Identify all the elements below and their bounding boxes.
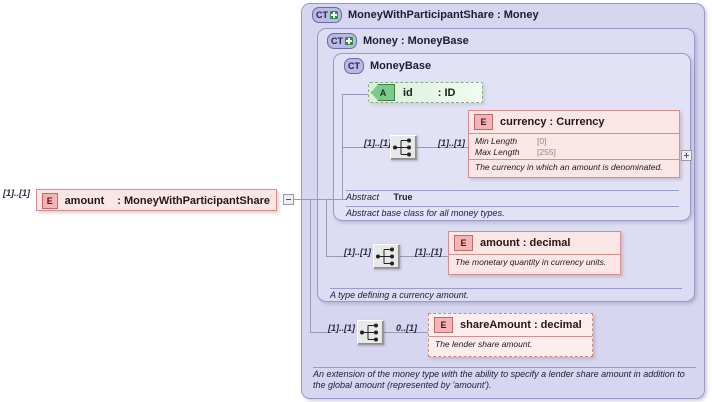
element-name: currency : Currency xyxy=(500,116,605,128)
facet-value: [255] xyxy=(537,146,556,157)
element-name: amount : decimal xyxy=(480,237,571,249)
connector-line xyxy=(310,332,332,333)
complextype-title-money: CT Money : MoneyBase xyxy=(327,33,469,49)
abstract-label: Abstract xyxy=(346,192,380,202)
facet-key: Max Length xyxy=(475,146,520,157)
connector-line xyxy=(326,199,327,256)
row-right-cardinality: 0..[1] xyxy=(396,323,418,333)
element-badge-icon: E xyxy=(454,235,473,251)
sequence-compositor-icon-currency[interactable] xyxy=(390,135,417,160)
element-header: E currency : Currency xyxy=(469,111,679,133)
connector-line xyxy=(342,94,343,199)
ct-badge-icon[interactable]: CT xyxy=(344,58,364,74)
element-header: E shareAmount : decimal xyxy=(429,314,592,336)
element-documentation: The currency in which an amount is denom… xyxy=(469,159,679,175)
panel-title-text: MoneyBase xyxy=(370,60,432,72)
attribute-badge-icon: A xyxy=(371,84,395,101)
connector-line xyxy=(375,256,455,257)
abstract-property-row: Abstract True xyxy=(346,190,679,202)
element-name: amount xyxy=(64,195,105,207)
element-badge-icon: E xyxy=(474,114,493,130)
element-badge-icon: E xyxy=(434,317,453,333)
element-header: E amount : decimal xyxy=(449,232,620,254)
row-left-cardinality: [1]..[1] xyxy=(344,247,371,257)
connector-line xyxy=(288,199,346,200)
connector-line xyxy=(417,147,474,148)
element-documentation: The lender share amount. xyxy=(429,336,592,352)
panel-documentation-moneybase: Abstract base class for all money types. xyxy=(346,206,679,218)
sequence-glyph xyxy=(393,138,411,157)
ct-badge-label: CT xyxy=(331,35,343,46)
connector-line xyxy=(342,147,390,148)
attribute-inner: A id : ID xyxy=(369,83,482,102)
facet-key: Min Length xyxy=(475,136,518,146)
sequence-glyph xyxy=(376,247,394,266)
expand-toggle-currency[interactable] xyxy=(681,150,692,161)
row-left-cardinality: [1]..[1] xyxy=(328,323,355,333)
root-cardinality-label: [1]..[1] xyxy=(3,188,30,198)
ct-expandable-badge-icon[interactable]: CT xyxy=(327,33,357,49)
ct-badge-label: CT xyxy=(348,60,360,71)
plus-icon xyxy=(330,11,338,19)
panel-title-text: Money : MoneyBase xyxy=(363,35,469,47)
row-right-cardinality: [1]..[1] xyxy=(438,138,465,148)
attribute-box-id[interactable]: A id : ID xyxy=(368,82,483,103)
sequence-compositor-icon-amount[interactable] xyxy=(373,244,400,269)
abstract-value: True xyxy=(393,192,413,202)
sequence-glyph xyxy=(360,323,378,342)
collapse-toggle-root[interactable] xyxy=(283,194,294,205)
row-left-cardinality: [1]..[1] xyxy=(364,138,391,148)
element-name: shareAmount : decimal xyxy=(460,319,582,331)
attribute-type: : ID xyxy=(437,86,456,99)
element-header: E amount : MoneyWithParticipantShare xyxy=(37,190,276,212)
panel-documentation-money: A type defining a currency amount. xyxy=(330,288,682,300)
element-box-shareamount[interactable]: E shareAmount : decimal The lender share… xyxy=(428,313,593,357)
plus-icon xyxy=(345,37,353,45)
facet-value: [0] xyxy=(537,136,547,146)
element-box-amount-root[interactable]: E amount : MoneyWithParticipantShare xyxy=(36,189,277,211)
element-documentation: The monetary quantity in currency units. xyxy=(449,254,620,270)
panel-title-text: MoneyWithParticipantShare : Money xyxy=(348,9,539,21)
facet-row: Min Length [0] xyxy=(475,136,673,147)
element-type: : MoneyWithParticipantShare xyxy=(117,195,270,207)
sequence-compositor-icon-shareamount[interactable] xyxy=(357,320,384,345)
complextype-title-moneywithparticipantshare: CT MoneyWithParticipantShare : Money xyxy=(312,7,539,23)
connector-line xyxy=(326,256,348,257)
connector-line xyxy=(359,332,436,333)
ct-badge-label: CT xyxy=(316,9,328,20)
facet-row: Max Length [255] xyxy=(475,147,673,158)
panel-documentation-moneywithparticipantshare: An extension of the money type with the … xyxy=(313,367,696,392)
complextype-title-moneybase: CT MoneyBase xyxy=(344,58,431,74)
connector-line xyxy=(342,94,368,95)
ct-expandable-badge-icon[interactable]: CT xyxy=(312,7,342,23)
attribute-name: id xyxy=(403,86,413,99)
element-box-currency[interactable]: E currency : Currency Min Length [0] Max… xyxy=(468,110,680,178)
element-facets: Min Length [0] Max Length [255] xyxy=(469,133,679,159)
connector-line xyxy=(310,199,311,332)
row-right-cardinality: [1]..[1] xyxy=(415,247,442,257)
element-box-amount[interactable]: E amount : decimal The monetary quantity… xyxy=(448,231,621,275)
element-badge-icon: E xyxy=(42,193,58,209)
